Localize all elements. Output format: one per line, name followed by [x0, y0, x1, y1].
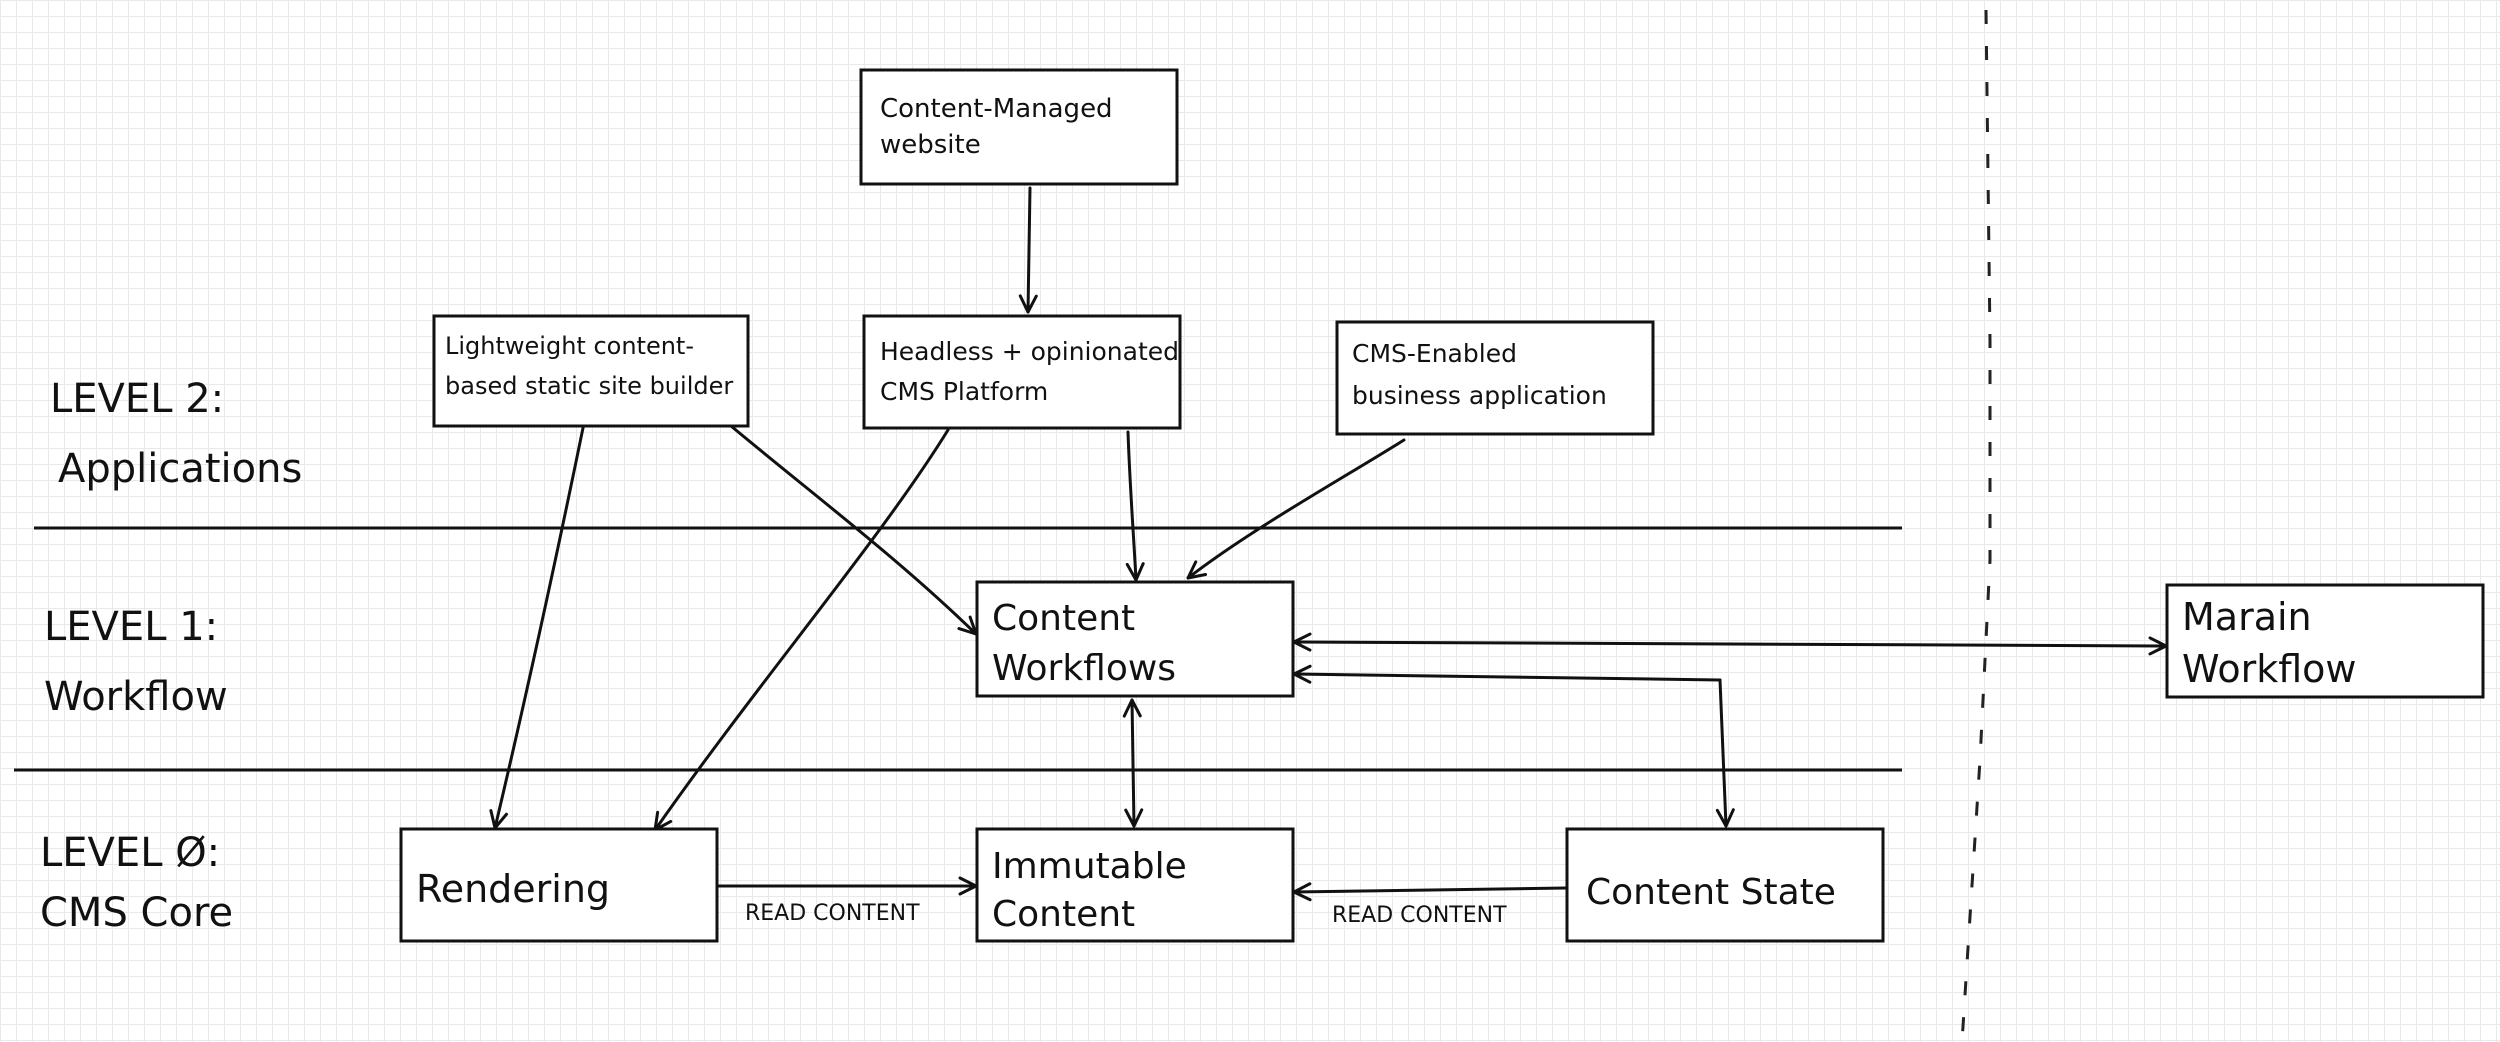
- svg-text:Content: Content: [992, 894, 1135, 935]
- level-0-label: LEVEL Ø: CMS Core: [40, 830, 233, 936]
- svg-text:Immutable: Immutable: [992, 846, 1187, 887]
- svg-text:LEVEL 2:: LEVEL 2:: [50, 376, 224, 422]
- edge-workflows-marain: [1292, 632, 2168, 656]
- edge-workflows-immutable: [1122, 698, 1144, 828]
- node-content-workflows: Content Workflows: [975, 580, 1295, 698]
- svg-text:Content State: Content State: [1586, 872, 1836, 913]
- svg-text:LEVEL Ø:: LEVEL Ø:: [40, 830, 220, 876]
- node-content-managed-website: Content-Managed website: [859, 68, 1179, 186]
- svg-text:Workflow: Workflow: [2182, 647, 2357, 691]
- node-rendering: Rendering: [399, 827, 719, 943]
- edge-business-app-to-workflows: [1186, 438, 1406, 580]
- svg-text:Marain: Marain: [2182, 595, 2312, 639]
- edge-website-to-headless: [1018, 186, 1038, 314]
- node-cms-business-application: CMS-Enabled business application: [1335, 320, 1655, 436]
- svg-text:website: website: [880, 130, 981, 160]
- svg-text:Lightweight content-: Lightweight content-: [445, 332, 694, 360]
- level-2-label: LEVEL 2: Applications: [50, 376, 302, 492]
- edge-static-builder-to-workflows: [729, 424, 978, 636]
- edge-static-builder-to-rendering: [489, 426, 585, 830]
- svg-text:Headless + opinionated: Headless + opinionated: [880, 337, 1179, 366]
- svg-text:LEVEL 1:: LEVEL 1:: [44, 604, 218, 650]
- node-static-site-builder: Lightweight content- based static site b…: [432, 314, 750, 428]
- svg-text:CMS Core: CMS Core: [40, 890, 233, 936]
- svg-text:Workflows: Workflows: [992, 648, 1176, 689]
- svg-text:Applications: Applications: [58, 446, 302, 492]
- edge-workflows-content-state: [1292, 664, 1722, 684]
- edge-headless-to-workflows: [1125, 430, 1145, 582]
- node-immutable-content: Immutable Content: [975, 827, 1295, 943]
- svg-text:CMS Platform: CMS Platform: [880, 377, 1048, 406]
- node-marain-workflow: Marain Workflow: [2165, 583, 2485, 699]
- node-headless-cms-platform: Headless + opinionated CMS Platform: [862, 314, 1182, 430]
- edge-state-to-immutable: [1292, 882, 1568, 902]
- edge-headless-to-rendering: [653, 428, 950, 832]
- svg-text:business application: business application: [1352, 381, 1607, 410]
- edge-content-state-from-workflows: [1715, 678, 1735, 828]
- svg-text:Content-Managed: Content-Managed: [880, 94, 1113, 124]
- edge-label-state-read-content: READ CONTENT: [1332, 903, 1507, 928]
- edge-label-rendering-read-content: READ CONTENT: [745, 901, 920, 926]
- svg-text:CMS-Enabled: CMS-Enabled: [1352, 339, 1517, 368]
- node-content-state: Content State: [1565, 827, 1885, 943]
- svg-text:Content: Content: [992, 598, 1135, 639]
- svg-text:Rendering: Rendering: [416, 867, 610, 911]
- level-1-label: LEVEL 1: Workflow: [44, 604, 228, 720]
- svg-text:based static site builder: based static site builder: [445, 372, 733, 400]
- svg-text:Workflow: Workflow: [44, 674, 228, 720]
- boundary-dashed-line: [1960, 9, 1992, 1042]
